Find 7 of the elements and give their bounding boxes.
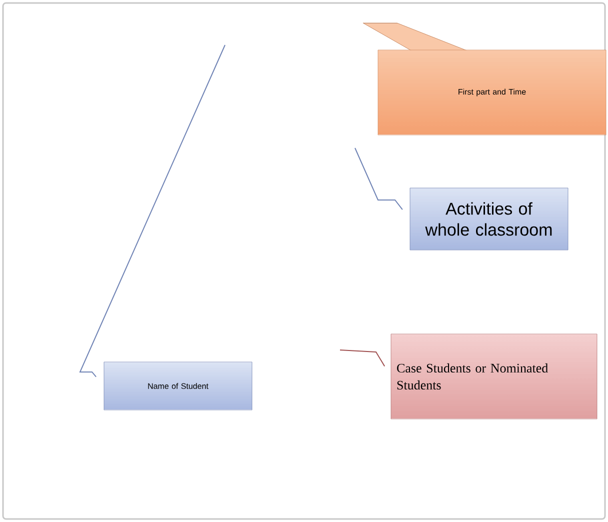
leader-line: [79, 44, 226, 378]
leader-line: [340, 350, 386, 367]
leader-line: [354, 148, 403, 210]
callout-box: Name of Student: [104, 362, 252, 410]
callout-box: Activities of whole classroom: [410, 188, 568, 250]
callout-box: Case Students or Nominated Students: [390, 334, 598, 420]
callout-box: First part and Time: [362, 22, 606, 136]
